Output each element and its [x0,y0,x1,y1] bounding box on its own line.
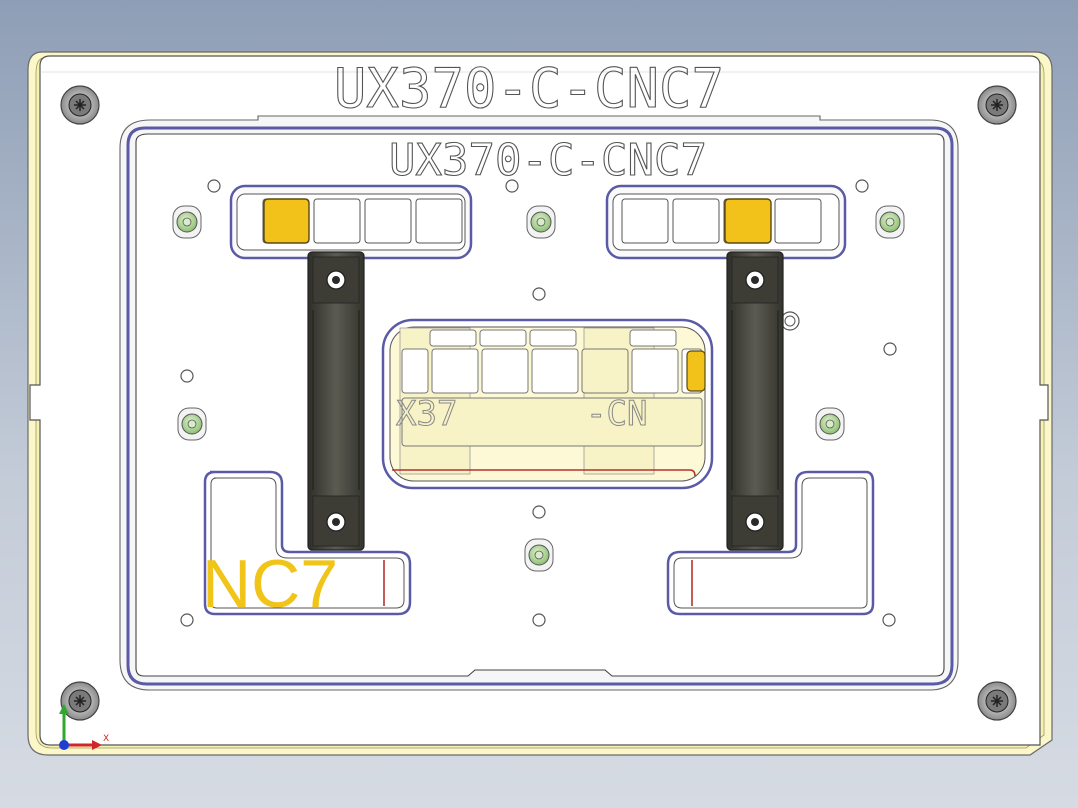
coordinate-triad-icon [59,704,102,750]
screw-top-left-icon[interactable] [60,85,100,125]
clamp-screw-icon[interactable] [326,512,346,532]
bottom-left-cutout[interactable] [203,470,412,616]
locator-pin-icon[interactable] [177,407,207,441]
triad-x-label: X [103,734,110,744]
screw-top-right-icon[interactable] [977,85,1017,125]
screw-bottom-right-icon[interactable] [977,681,1017,721]
screw-bottom-left-icon[interactable] [60,681,100,721]
locator-pin-icon[interactable] [524,538,554,572]
partial-label-nc7: NC7 [202,546,338,622]
center-window[interactable]: X37 -CN [381,318,714,490]
window-text-left: X37 [396,394,457,434]
inner-engraving-text: UX370-C-CNC7 [389,135,707,186]
support-pad[interactable] [724,198,772,244]
outer-engraving-text: UX370-C-CNC7 [334,57,724,120]
bottom-right-cutout[interactable] [666,470,875,616]
clamp-screw-icon[interactable] [745,270,765,290]
clamp-screw-icon[interactable] [745,512,765,532]
mounting-holes [180,179,897,627]
support-pad[interactable] [686,350,706,392]
left-clamp-bar[interactable] [307,251,365,551]
support-pad[interactable] [263,198,310,244]
locator-pin-icon[interactable] [526,205,556,239]
right-clamp-bar[interactable] [726,251,784,551]
locator-pin-icon[interactable] [172,205,202,239]
locator-pin-icon[interactable] [875,205,905,239]
locator-pin-icon[interactable] [815,407,845,441]
window-text-right: -CN [586,394,647,434]
clamp-screw-icon[interactable] [326,270,346,290]
